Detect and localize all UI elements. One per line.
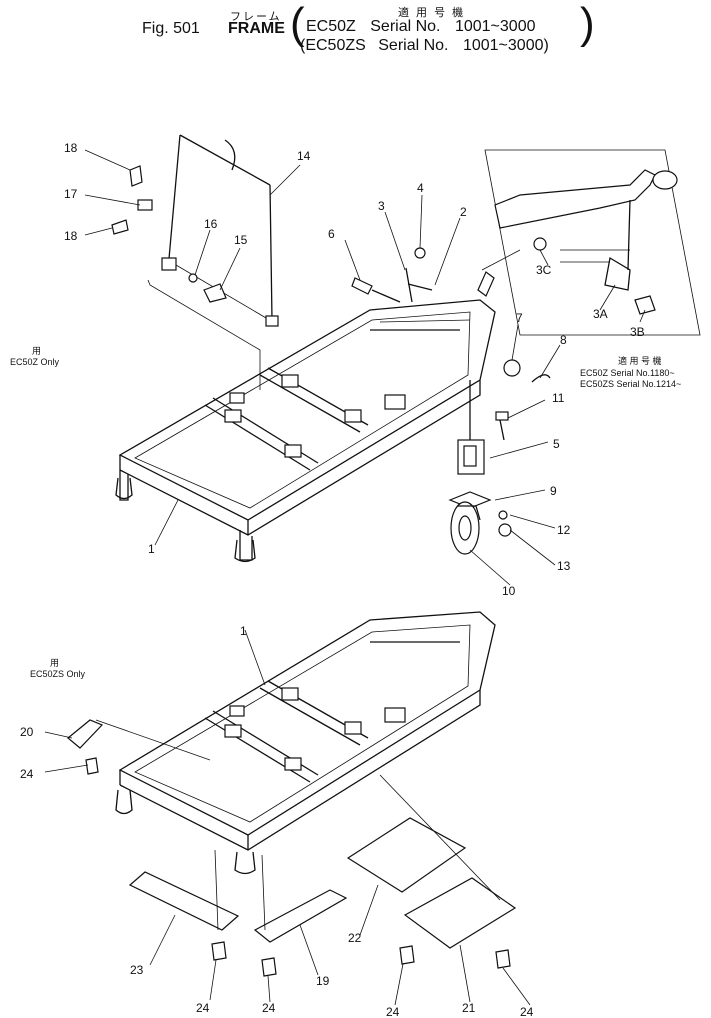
part-label-11: 11 — [552, 391, 565, 405]
figure-number: Fig. 501 — [142, 20, 200, 37]
leader-lines-lower — [44, 629, 531, 1006]
part-label-13: 13 — [557, 559, 571, 573]
part-label-16: 16 — [204, 217, 218, 231]
figure-title: FRAME — [228, 20, 285, 37]
detail-serial-2: EC50ZS Serial No.1214~ — [580, 379, 682, 389]
part-label-8: 8 — [560, 333, 567, 347]
part-label-19: 19 — [316, 974, 330, 988]
part-label-24: 24 — [20, 767, 34, 781]
detail-applicable-kanji: 適 用 号 機 — [618, 356, 662, 366]
serial-label: Serial No. — [378, 37, 449, 54]
part-label-10: 10 — [502, 584, 516, 598]
serial-range: 1001~3000 — [454, 18, 536, 35]
ec50z-only-mark: 用 — [32, 346, 42, 356]
model-name: EC50Z — [306, 18, 356, 35]
part-label-23: 23 — [130, 963, 144, 977]
model-line-1: EC50Z Serial No. 1001~3000 — [306, 18, 535, 36]
part-label-3c: 3C — [536, 263, 552, 277]
part-label-18: 18 — [64, 229, 78, 243]
caster-assembly — [448, 491, 492, 555]
frame-upper — [115, 299, 496, 563]
close-bracket: ) — [580, 0, 595, 48]
part-label-24: 24 — [386, 1005, 400, 1018]
part-label-20: 20 — [20, 725, 34, 739]
serial-range: 1001~3000 — [462, 37, 544, 54]
part-label-4: 4 — [417, 181, 424, 195]
part-label-21: 21 — [462, 1001, 476, 1015]
ec50zs-only-note: EC50ZS Only — [30, 669, 86, 679]
part-label-12: 12 — [557, 523, 571, 537]
part-label-3b: 3B — [630, 325, 645, 339]
applicable-models-kanji: 適 用 号 機 — [398, 7, 466, 19]
part-label-6: 6 — [328, 227, 335, 241]
part-label-3: 3 — [378, 199, 385, 213]
ec50zs-only-mark: 用 — [50, 658, 60, 668]
part-label-22: 22 — [348, 931, 362, 945]
part-label-17: 17 — [64, 187, 78, 201]
part-labels: 18 17 18 14 16 15 6 3 4 2 7 8 11 5 9 12 … — [20, 141, 645, 1018]
part-label-18: 18 — [64, 141, 78, 155]
part-label-1: 1 — [240, 624, 247, 638]
part-label-1: 1 — [148, 542, 155, 556]
hardware-parts — [351, 247, 551, 537]
frame-kana: フレーム — [230, 11, 282, 23]
part-label-24: 24 — [520, 1005, 534, 1018]
hinged-plate — [111, 134, 279, 327]
part-label-24: 24 — [262, 1001, 276, 1015]
open-bracket: ( — [290, 0, 305, 48]
part-label-9: 9 — [550, 484, 557, 498]
part-label-3a: 3A — [593, 307, 608, 321]
part-label-15: 15 — [234, 233, 248, 247]
detail-box — [481, 149, 701, 336]
part-label-5: 5 — [553, 437, 560, 451]
part-label-14: 14 — [297, 149, 311, 163]
frame-lower — [115, 611, 496, 875]
serial-label: Serial No. — [370, 18, 441, 35]
part-label-2: 2 — [460, 205, 467, 219]
detail-serial-1: EC50Z Serial No.1180~ — [580, 368, 675, 378]
lower-plates — [67, 719, 517, 977]
model-line-2: (EC50ZS Serial No. 1001~3000) — [300, 37, 549, 54]
ec50z-only-note: EC50Z Only — [10, 357, 60, 367]
part-label-24: 24 — [196, 1001, 210, 1015]
leader-lines-upper — [84, 149, 561, 586]
part-label-7: 7 — [516, 311, 523, 325]
model-name: EC50ZS — [305, 37, 366, 54]
